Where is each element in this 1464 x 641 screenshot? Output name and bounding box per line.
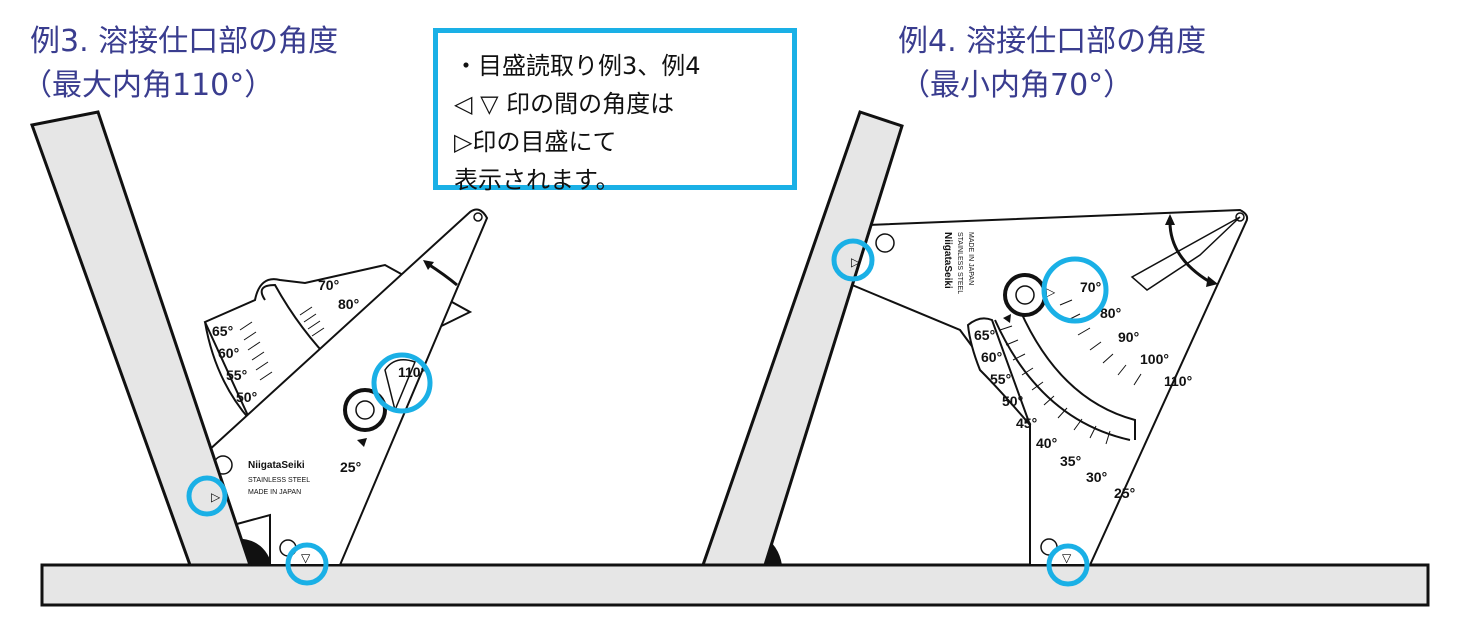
brand-logo: NiigataSeiki <box>248 460 305 471</box>
example4-title: 例4. 溶接仕口部の角度 <box>898 24 1207 59</box>
scale-label: 110° <box>398 364 426 380</box>
reading-note-callout: ・目盛読取り例3、例4 ◁ ▽ 印の間の角度は ▷印の目盛にて 表示されます。 <box>433 28 797 194</box>
scale-label: 45° <box>1016 415 1037 431</box>
scale-label: 90° <box>1118 329 1139 345</box>
scale-label: 60° <box>981 349 1002 365</box>
scale-label: 30° <box>1086 469 1107 485</box>
base-plate <box>40 563 1430 607</box>
rotate-arrow-icon <box>1168 221 1211 284</box>
bar-edge-markers: ▷ ▷ <box>211 255 861 504</box>
marker-triangle-icon: ▷ <box>1046 285 1056 299</box>
callout-line: ◁ ▽ 印の間の角度は <box>454 90 675 118</box>
highlight-circle <box>371 352 433 414</box>
steel-bar-right <box>700 110 904 567</box>
callout-line: ・目盛読取り例3、例4 <box>454 52 701 80</box>
highlight-circle <box>1046 543 1090 587</box>
scale-label: 110° <box>1164 373 1192 389</box>
marker-triangle-icon: ▽ <box>301 551 311 565</box>
highlight-circle <box>285 542 329 586</box>
scale-label: 55° <box>990 371 1011 387</box>
scale-label: 80° <box>338 296 359 312</box>
scale-label: 60° <box>218 345 239 361</box>
example3-gauge: 70° 80° 65° 60° 55° 50° 110° 25° Niigata… <box>194 208 489 566</box>
callout-line: 表示されます。 <box>454 166 620 194</box>
highlight-circle <box>1041 256 1109 324</box>
steel-bar-left <box>29 110 253 567</box>
scale-label: 55° <box>226 367 247 383</box>
material-text: STAINLESS STEEL <box>248 477 310 484</box>
brand-logo: NiigataSeiki <box>942 232 953 289</box>
scale-label: 50° <box>1002 393 1023 409</box>
callout-line: ▷印の目盛にて <box>454 128 617 156</box>
scale-label: 100° <box>1140 351 1169 367</box>
example3-title: 例3. 溶接仕口部の角度 <box>30 24 339 59</box>
material-text: STAINLESS STEEL <box>956 232 963 294</box>
example4-gauge: 70° 80° 90° 100° 110° 65° 60° 55° 50° 45… <box>843 208 1249 566</box>
highlight-circle <box>186 475 228 517</box>
scale-label: 70° <box>318 277 339 293</box>
scale-label: 25° <box>1114 485 1135 501</box>
marker-triangle-icon: ▽ <box>1062 551 1072 565</box>
marker-triangle-icon: ▷ <box>211 490 221 504</box>
scale-label: 40° <box>1036 435 1057 451</box>
scale-label: 65° <box>974 327 995 343</box>
example3-subtitle: （最大内角110°） <box>22 68 275 103</box>
highlight-circle <box>831 238 875 282</box>
origin-text: MADE IN JAPAN <box>248 489 301 496</box>
example4-subtitle: （最小内角70°） <box>900 68 1134 103</box>
scale-label: 65° <box>212 323 233 339</box>
scale-label: 35° <box>1060 453 1081 469</box>
scale-label: 25° <box>340 459 361 475</box>
scale-label: 80° <box>1100 305 1121 321</box>
scale-label: 70° <box>1080 279 1101 295</box>
highlight-circles <box>186 238 1109 587</box>
scale-label: 50° <box>236 389 257 405</box>
marker-triangle-icon: ▷ <box>851 255 861 269</box>
origin-text: MADE IN JAPAN <box>967 232 974 285</box>
